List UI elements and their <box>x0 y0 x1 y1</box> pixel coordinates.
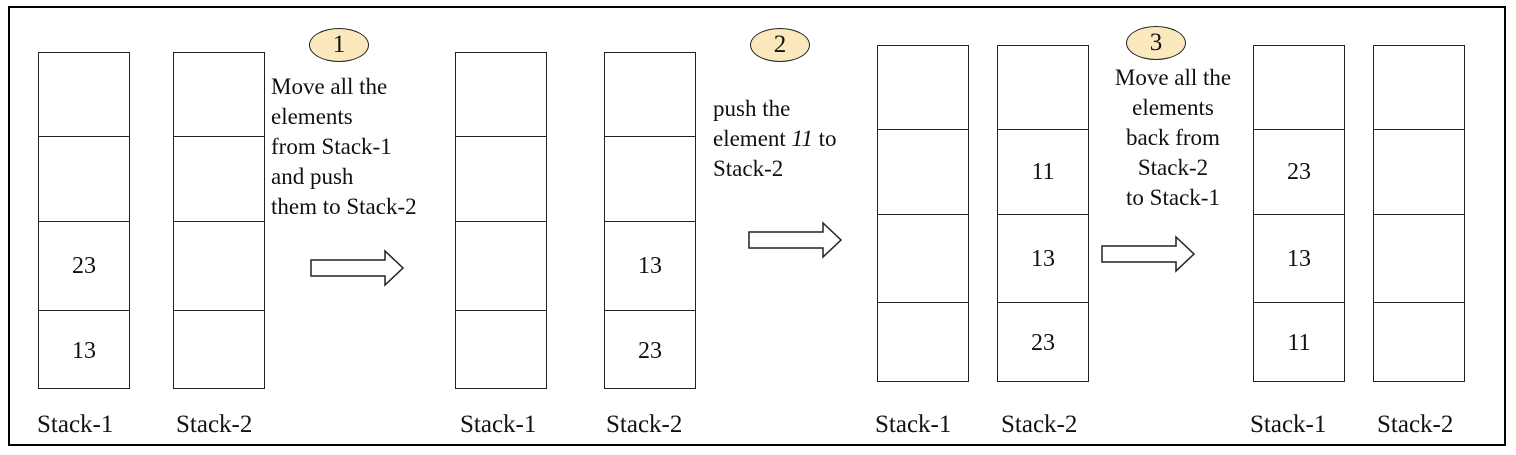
stack-cell <box>174 221 264 311</box>
stack-cell <box>174 53 264 136</box>
step-1-arrow <box>310 249 405 287</box>
stack-cell: 13 <box>998 214 1088 303</box>
state1-stack1: 23 13 <box>38 52 130 389</box>
stack-cell <box>878 46 968 129</box>
step-2-text: push the element 11 to Stack-2 <box>713 96 837 181</box>
stack-cell <box>1374 46 1464 129</box>
stack-cell: 11 <box>998 129 1088 215</box>
stack-cell: 13 <box>605 221 695 311</box>
stack-cell <box>605 136 695 222</box>
state3-stack1 <box>877 45 969 382</box>
state2-stack1 <box>455 52 547 389</box>
stack-label: Stack-1 <box>1250 411 1327 438</box>
stack-cell <box>998 46 1088 129</box>
stack-cell <box>174 310 264 391</box>
stack-cell <box>456 310 546 391</box>
step-3-badge: 3 <box>1126 26 1186 60</box>
stack-cell <box>456 136 546 222</box>
step-2-arrow <box>748 221 843 259</box>
state3-stack2: 11 13 23 <box>997 45 1089 382</box>
stack-cell <box>878 302 968 384</box>
step-1-badge: 1 <box>309 28 369 62</box>
stack-cell <box>878 129 968 215</box>
step-1-text: Move all the elements from Stack-1 and p… <box>271 74 417 219</box>
stack-cell <box>39 136 129 222</box>
stack-cell: 23 <box>1254 129 1344 215</box>
stack-cell: 13 <box>1254 214 1344 303</box>
stack-cell: 23 <box>39 221 129 311</box>
stack-cell: 13 <box>39 310 129 391</box>
step-3-text: Move all the elements back from Stack-2 … <box>1114 65 1232 210</box>
stack-cell <box>878 214 968 303</box>
step-3-arrow <box>1101 235 1196 273</box>
stack-label: Stack-2 <box>176 411 253 438</box>
stack-cell <box>1374 302 1464 384</box>
stack-cell: 23 <box>605 310 695 391</box>
step-2-badge: 2 <box>750 28 810 62</box>
stack-cell <box>1254 46 1344 129</box>
stack-label: Stack-1 <box>875 411 952 438</box>
stack-cell <box>1374 214 1464 303</box>
stack-cell <box>456 221 546 311</box>
stack-cell: 11 <box>1254 302 1344 384</box>
state4-stack2 <box>1373 45 1465 382</box>
stack-label: Stack-2 <box>1001 411 1078 438</box>
stack-cell: 23 <box>998 302 1088 384</box>
stack-label: Stack-2 <box>606 411 683 438</box>
stack-label: Stack-1 <box>37 411 114 438</box>
stack-cell <box>605 53 695 136</box>
stack-label: Stack-1 <box>460 411 537 438</box>
stack-cell <box>39 53 129 136</box>
stack-cell <box>174 136 264 222</box>
state2-stack2: 13 23 <box>604 52 696 389</box>
state1-stack2 <box>173 52 265 389</box>
stack-label: Stack-2 <box>1377 411 1454 438</box>
state4-stack1: 23 13 11 <box>1253 45 1345 382</box>
stack-cell <box>456 53 546 136</box>
stack-cell <box>1374 129 1464 215</box>
diagram-frame <box>8 6 1506 446</box>
